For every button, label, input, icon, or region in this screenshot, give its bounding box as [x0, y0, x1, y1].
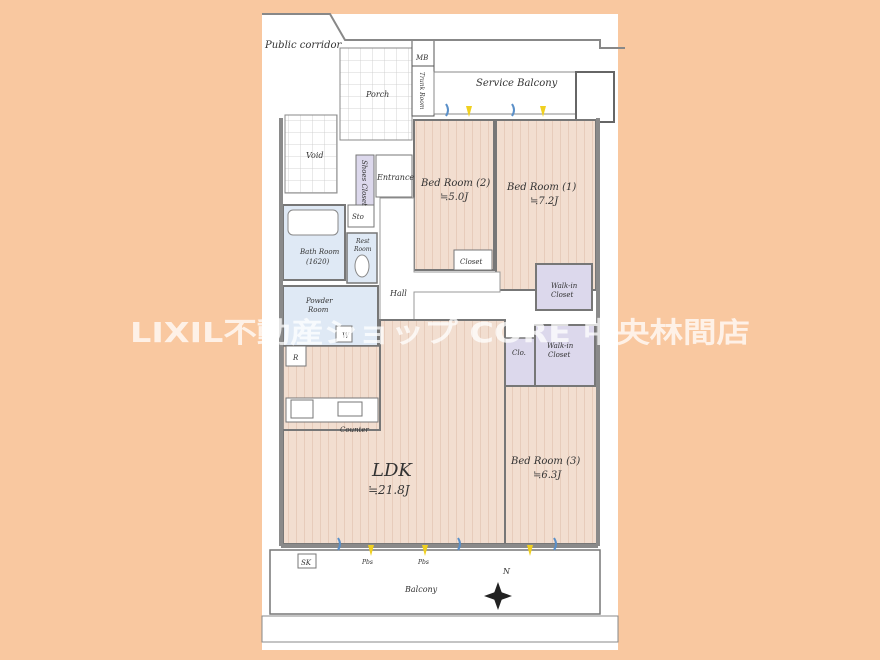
- bed-room-2-size: ≒5.0J: [440, 192, 469, 203]
- sto-box: [347, 204, 375, 228]
- balcony-floor: [269, 549, 601, 615]
- fridge-box: [285, 345, 307, 367]
- walk-in-closet-1-label-b: Closet: [551, 291, 574, 299]
- bed-room-1-label: Bed Room (1): [506, 182, 576, 193]
- hall-label: Hall: [389, 289, 407, 298]
- bed-room-2-label: Bed Room (2): [420, 178, 490, 189]
- walk-in-closet-2: [534, 324, 596, 387]
- washer-box: [335, 325, 353, 343]
- shop-watermark: LIXIL不動産ショップ CORE 中央林間店: [130, 316, 750, 349]
- rest-room-label-1: Rest: [355, 238, 370, 245]
- walk-in-closet-2-label-b: Closet: [548, 351, 571, 359]
- w-label: W: [342, 332, 350, 340]
- counter-label: Counter: [340, 426, 370, 434]
- service-balcony-label: Service Balcony: [476, 78, 558, 89]
- sk-box: [297, 553, 317, 569]
- porch-area: [339, 47, 413, 141]
- entrance-area: [375, 154, 413, 198]
- bed-room-1-size: ≒7.2J: [530, 196, 559, 207]
- bed-room-1-floor: [495, 119, 597, 291]
- bed-room-3-size: ≒6.3J: [533, 470, 562, 481]
- stove: [290, 399, 314, 419]
- ldk-size: ≒21.8J: [368, 483, 411, 497]
- ldk-label: LDK: [371, 460, 413, 481]
- closet-clo: [504, 337, 536, 387]
- pbs-label-2: Pbs: [417, 559, 429, 566]
- r-label: R: [292, 354, 299, 362]
- walk-in-closet-1: [535, 263, 593, 311]
- powder-room-label-2: Room: [307, 306, 329, 314]
- mb-box: [411, 39, 435, 67]
- balcony-rail: [261, 615, 619, 643]
- bath-room-label: Bath Room: [299, 248, 340, 256]
- balcony-label: Balcony: [404, 585, 438, 594]
- bed-room-3-label: Bed Room (3): [510, 456, 580, 467]
- clo-label: Clo.: [512, 349, 526, 357]
- entrance-label: Entrance: [376, 173, 414, 182]
- porch-label: Porch: [365, 90, 389, 99]
- walk-in-closet-2-label-a: Walk-in: [547, 342, 574, 350]
- powder-room-floor: [282, 285, 379, 347]
- bathtub: [287, 209, 339, 236]
- powder-room-label-1: Powder: [305, 297, 333, 305]
- closet-label: Closet: [460, 258, 483, 266]
- bed-room-2-floor: [413, 119, 495, 271]
- sink: [337, 401, 363, 417]
- bath-room-size: (1620): [306, 258, 330, 266]
- sto-label: Sto: [352, 213, 364, 221]
- corridor-pillar: [575, 71, 615, 123]
- compass-icon: [484, 582, 512, 610]
- closet-box: [453, 249, 493, 271]
- north-label: N: [502, 567, 511, 576]
- void-label: Void: [306, 151, 324, 160]
- void-area: [284, 114, 338, 194]
- walk-in-closet-1-label-a: Walk-in: [551, 282, 578, 290]
- public-corridor-label: Public corridor: [264, 40, 343, 51]
- shoes-closet-label: Shoes Closet: [360, 160, 368, 206]
- toilet-shape: [354, 254, 370, 278]
- outer-wall: [279, 118, 600, 548]
- mb-label: MB: [415, 54, 428, 62]
- rest-room-label-2: Room: [353, 246, 372, 253]
- airflow-markers: [337, 103, 557, 556]
- pbs-label-1: Pbs: [361, 559, 373, 566]
- trunk-room-label: Trunk Room: [418, 72, 425, 110]
- sk-label: SK: [301, 559, 312, 567]
- corridor-wall: [262, 13, 625, 49]
